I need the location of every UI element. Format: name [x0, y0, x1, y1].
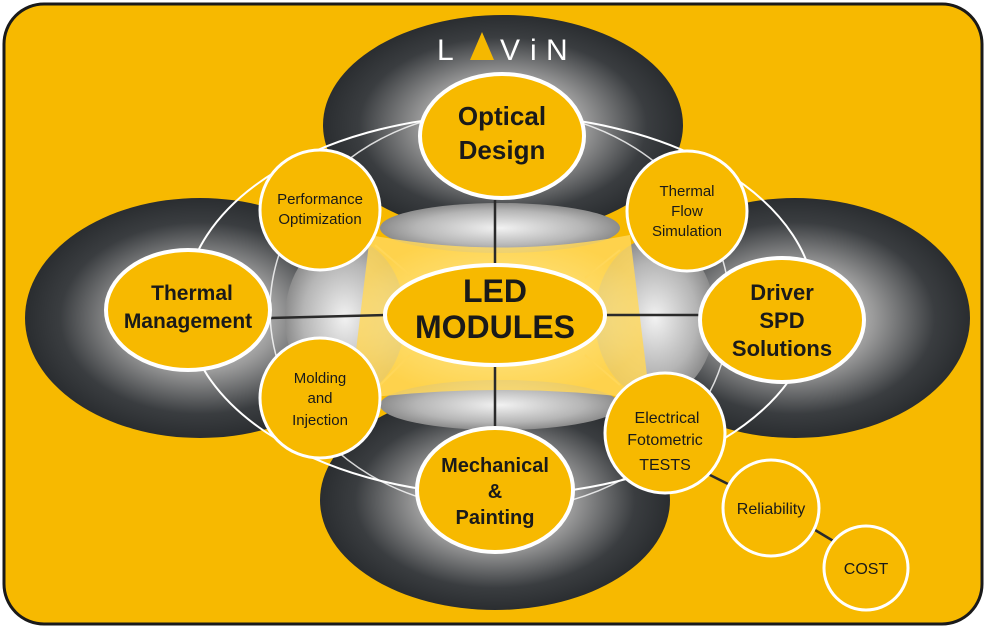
node-optical-design: Optical Design: [418, 72, 586, 200]
electrical-line2: Fotometric: [627, 432, 703, 449]
electrical-line3: TESTS: [639, 457, 691, 474]
light-connectors: [374, 244, 621, 391]
node-thermal-flow-simulation: Thermal Flow Simulation: [625, 149, 749, 273]
center-label-line2: MODULES: [415, 309, 575, 345]
logo-letter-l: L: [437, 34, 462, 67]
logo-triangle-icon: [470, 32, 494, 60]
inner-disk-top: [380, 203, 620, 253]
node-electrical-fotometric-tests: Electrical Fotometric TESTS: [603, 371, 727, 495]
performance-line1: Performance: [277, 191, 363, 208]
molding-line1: Molding: [294, 370, 347, 387]
node-performance-optimization: Performance Optimization: [258, 148, 382, 272]
mechanical-line1: Mechanical: [441, 455, 549, 477]
molding-line2: and: [307, 390, 332, 407]
optical-line1: Optical: [458, 101, 546, 131]
mechanical-line2: &: [488, 481, 502, 503]
node-thermal-management: Thermal Management: [104, 248, 272, 372]
optical-line2: Design: [459, 135, 546, 165]
performance-line2: Optimization: [278, 211, 361, 228]
logo-letter-v: V: [500, 34, 520, 67]
molding-line3: Injection: [292, 412, 348, 429]
thermal-mgmt-line2: Management: [124, 310, 252, 333]
node-mechanical-painting: Mechanical & Painting: [415, 426, 575, 554]
thermal-mgmt-line1: Thermal: [151, 282, 233, 305]
node-molding-injection: Molding and Injection: [258, 336, 382, 460]
node-cost: COST: [822, 524, 910, 612]
center-node: LED MODULES: [383, 263, 607, 367]
electrical-line1: Electrical: [635, 410, 700, 427]
lavin-logo: L V i N: [437, 32, 568, 67]
logo-letter-i: i: [530, 34, 537, 67]
reliability-label: Reliability: [737, 501, 805, 518]
node-reliability: Reliability: [721, 458, 821, 558]
thermal-flow-line1: Thermal: [659, 183, 714, 200]
mechanical-line3: Painting: [456, 507, 535, 529]
logo-letter-n: N: [546, 34, 568, 67]
inner-disk-bottom: [380, 380, 620, 430]
driver-line3: Solutions: [732, 336, 832, 361]
cost-label: COST: [844, 561, 889, 578]
thermal-flow-line2: Flow: [671, 203, 703, 220]
driver-line2: SPD: [759, 308, 804, 333]
thermal-flow-line3: Simulation: [652, 223, 722, 240]
node-driver-spd: Driver SPD Solutions: [698, 256, 866, 384]
center-label-line1: LED: [463, 273, 527, 309]
driver-line1: Driver: [750, 280, 814, 305]
